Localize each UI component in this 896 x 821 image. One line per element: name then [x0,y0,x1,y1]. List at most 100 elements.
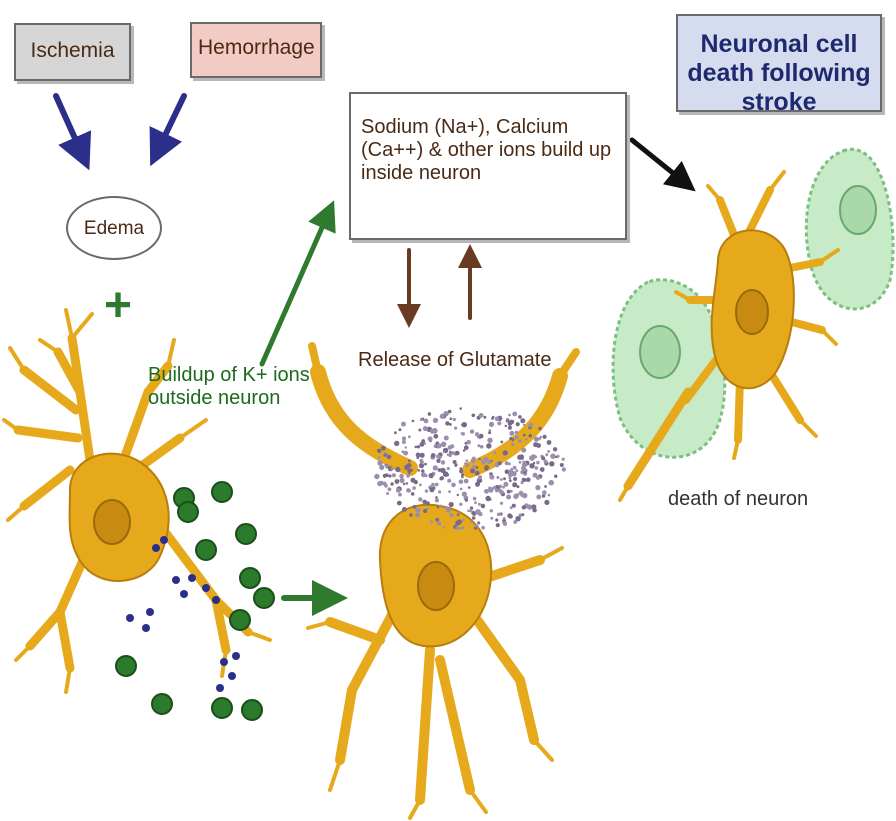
glial-nucleus-left [640,326,680,378]
glutamate-particle [415,508,420,513]
glutamate-release-label: Release of Glutamate [358,349,558,372]
glutamate-particle [459,479,464,484]
glutamate-particle [462,492,467,497]
glutamate-particle [425,489,428,492]
glutamate-particle [473,497,477,501]
glutamate-particle [522,461,525,464]
glutamate-particle [435,498,439,502]
plus-sign: + [98,278,138,333]
glutamate-particle [515,431,518,434]
neuron-right-nucleus [736,290,768,334]
glutamate-particle [472,516,476,520]
glutamate-particle [436,459,440,463]
glutamate-particle [395,479,400,484]
glutamate-particle [384,484,388,488]
glutamate-particle [443,526,445,528]
small-ion [202,584,210,592]
glutamate-particle [460,488,463,491]
glutamate-particle [399,478,404,483]
glutamate-particle [512,482,517,487]
glutamate-particle [409,513,413,517]
glutamate-particle [536,495,541,500]
glutamate-particle [480,445,484,449]
glutamate-particle [381,446,386,451]
glutamate-particle [467,509,470,512]
glutamate-particle [520,418,525,423]
glutamate-particle [543,435,547,439]
glutamate-particle [455,451,460,456]
glutamate-particle [459,503,462,506]
glutamate-particle [455,526,459,530]
glutamate-particle [448,445,453,450]
glutamate-particle [505,461,509,465]
glutamate-particle [518,415,522,419]
glutamate-particle [423,509,427,513]
glutamate-particle [518,439,522,443]
potassium-ion [236,524,256,544]
glutamate-particle [508,426,512,430]
arrow-hemorrhage-to-edema [158,96,184,150]
small-ion [228,672,236,680]
glutamate-particle [506,418,509,421]
glutamate-particle [484,465,489,470]
glutamate-particle [505,425,507,427]
glutamate-particle [503,477,506,480]
glutamate-particle [379,481,384,486]
glutamate-particle [488,431,491,434]
hemorrhage-box: Hemorrhage [190,22,322,78]
glutamate-particle [441,460,445,464]
potassium-ion [242,700,262,720]
ions-buildup-box: Sodium (Na+), Calcium (Ca++) & other ion… [349,92,627,240]
glutamate-particle [506,495,511,500]
glutamate-particle [516,469,519,472]
glutamate-particle [385,464,388,467]
glutamate-particle [533,462,535,464]
glutamate-particle [471,458,476,463]
glutamate-particle [495,518,498,521]
glutamate-particle [507,490,511,494]
glutamate-particle [399,474,404,479]
glutamate-particle [437,443,442,448]
small-ion [188,574,196,582]
glutamate-particle [463,449,466,452]
glutamate-particle [547,450,550,453]
glutamate-particle [483,416,486,419]
small-ion [232,652,240,660]
glutamate-particle [450,417,453,420]
glutamate-particle [435,496,438,499]
glutamate-particle [496,476,499,479]
glutamate-particle [545,453,548,456]
small-ion [146,608,154,616]
glutamate-particle [390,482,393,485]
glutamate-particle [548,480,554,486]
potassium-ion [152,694,172,714]
glutamate-particle [446,508,451,513]
glutamate-particle [441,442,447,448]
glutamate-particle [465,499,468,502]
glutamate-particle [510,506,513,509]
glutamate-particle [428,412,431,415]
glutamate-particle [525,438,528,441]
glutamate-particle [435,483,439,487]
glutamate-particle [438,455,442,459]
glutamate-particle [454,464,457,467]
neuronal-death-title-box: Neuronal cell death following stroke [676,14,882,112]
glutamate-particle [408,460,411,463]
glutamate-particle [513,466,517,470]
glutamate-particle [444,436,449,441]
glutamate-particle [445,421,449,425]
glutamate-particle [446,473,449,476]
glutamate-particle [481,504,486,509]
glutamate-particle [484,489,489,494]
potassium-ion [196,540,216,560]
glutamate-particle [536,476,540,480]
glutamate-particle [388,487,392,491]
glutamate-particle [470,468,475,473]
glutamate-particle [424,419,429,424]
glutamate-particle [417,445,420,448]
glutamate-particle [475,482,480,487]
glutamate-particle [451,451,455,455]
glutamate-particle [416,453,421,458]
glutamate-particle [466,440,471,445]
glutamate-particle [408,435,411,438]
